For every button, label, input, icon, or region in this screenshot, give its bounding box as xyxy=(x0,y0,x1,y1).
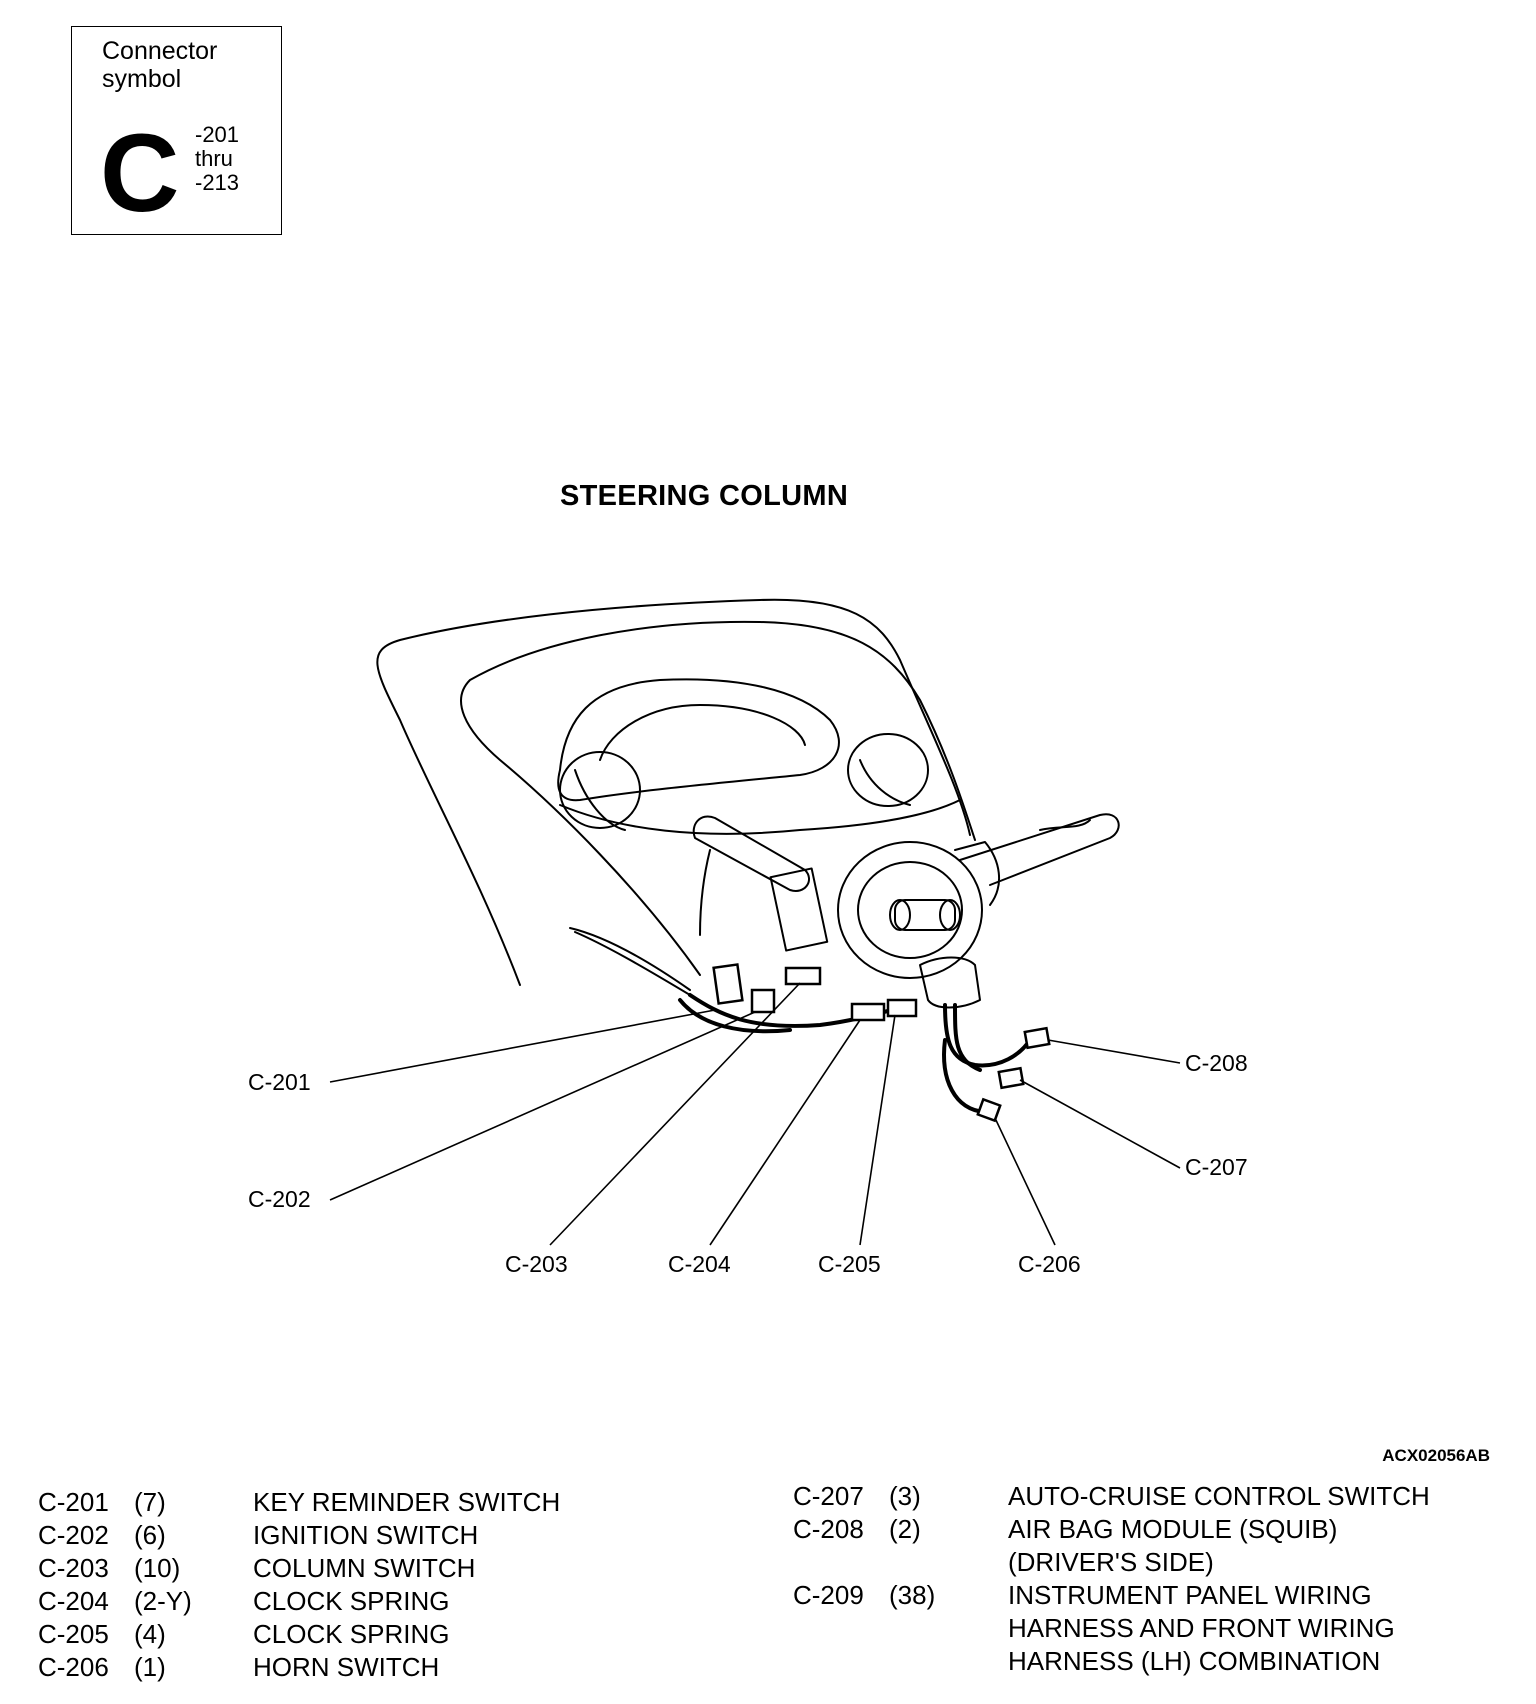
connector-c204 xyxy=(850,1002,886,1022)
range-mid: thru xyxy=(195,146,233,171)
gauge-pod-left xyxy=(559,751,641,829)
legend-right: C-207 (3) AUTO-CRUISE CONTROL SWITCH C-2… xyxy=(793,1480,1513,1678)
range-start: -201 xyxy=(195,122,240,147)
connector-c207 xyxy=(997,1066,1025,1090)
figure-code: ACX02056AB xyxy=(1382,1446,1490,1465)
legend-desc: CLOCK SPRING xyxy=(253,1619,450,1649)
clock-spring-housing xyxy=(919,956,981,1009)
right-stalk xyxy=(959,813,1120,886)
callout-c208: C-208 xyxy=(1185,1050,1248,1076)
left-stalk-switch xyxy=(769,867,829,952)
column-shaft xyxy=(894,899,956,931)
legend-desc: KEY REMINDER SWITCH xyxy=(253,1487,561,1517)
connector-c201 xyxy=(712,963,744,1005)
connector-symbol-letter: C xyxy=(100,112,180,235)
gauge-pod-right xyxy=(847,733,929,807)
leader-c204 xyxy=(709,1019,861,1246)
legend-left: C-201 (7) KEY REMINDER SWITCH C-202 (6) … xyxy=(38,1486,738,1684)
legend-code: C-202 xyxy=(38,1520,109,1550)
connector-symbol-box: Connector symbol C -201 thru -213 xyxy=(71,26,282,235)
callout-c201: C-201 xyxy=(248,1069,311,1095)
legend-pins: (2) xyxy=(889,1514,921,1544)
legend-code: C-201 xyxy=(38,1487,109,1517)
legend-code: C-207 xyxy=(793,1481,864,1511)
connector-c206 xyxy=(976,1097,1002,1123)
legend-desc-line: HARNESS AND FRONT WIRING xyxy=(1008,1613,1395,1643)
legend-desc-line: (DRIVER'S SIDE) xyxy=(1008,1547,1214,1577)
legend-desc-line: HARNESS (LH) COMBINATION xyxy=(1008,1646,1381,1676)
legend-pins: (4) xyxy=(134,1619,166,1649)
page-title: STEERING COLUMN xyxy=(560,480,849,512)
legend-row: C-207 (3) AUTO-CRUISE CONTROL SWITCH xyxy=(793,1480,1513,1513)
legend-row: C-209 (38) INSTRUMENT PANEL WIRING HARNE… xyxy=(793,1579,1513,1678)
callout-c206: C-206 xyxy=(1018,1251,1081,1277)
legend-pins: (7) xyxy=(134,1487,166,1517)
connector-symbol-caption: Connector symbol xyxy=(102,37,218,93)
legend-pins: (2-Y) xyxy=(134,1586,192,1616)
harness-right xyxy=(943,1003,1032,1068)
callout-c204: C-204 xyxy=(668,1251,731,1277)
legend-row: C-206 (1) HORN SWITCH xyxy=(38,1651,738,1684)
cluster-opening xyxy=(557,678,840,802)
cluster-inner xyxy=(599,704,806,761)
leader-c205 xyxy=(859,1014,896,1246)
connector-c202 xyxy=(750,988,776,1014)
leader-c207 xyxy=(1019,1079,1181,1169)
legend-desc: CLOCK SPRING xyxy=(253,1586,450,1616)
legend-code: C-204 xyxy=(38,1586,109,1616)
left-stalk xyxy=(692,815,810,892)
legend-code: C-209 xyxy=(793,1580,864,1610)
leader-c206 xyxy=(994,1117,1056,1246)
legend-desc-line: AIR BAG MODULE (SQUIB) xyxy=(1008,1514,1338,1544)
callout-c205: C-205 xyxy=(818,1251,881,1277)
connector-c208 xyxy=(1023,1026,1051,1050)
harness-stub xyxy=(569,927,691,991)
legend-desc: AIR BAG MODULE (SQUIB) (DRIVER'S SIDE) xyxy=(1008,1513,1337,1579)
legend-pins: (10) xyxy=(134,1553,181,1583)
connector-c205 xyxy=(886,998,918,1018)
legend-desc-line: AUTO-CRUISE CONTROL SWITCH xyxy=(1008,1481,1430,1511)
legend-desc: IGNITION SWITCH xyxy=(253,1520,479,1550)
harness-main xyxy=(688,993,912,1028)
legend-pins: (3) xyxy=(889,1481,921,1511)
leader-c208 xyxy=(1047,1039,1181,1064)
legend-code: C-205 xyxy=(38,1619,109,1649)
legend-pins: (6) xyxy=(134,1520,166,1550)
legend-row: C-202 (6) IGNITION SWITCH xyxy=(38,1519,738,1552)
legend-code: C-203 xyxy=(38,1553,109,1583)
leader-c201 xyxy=(329,1009,716,1083)
legend-row: C-201 (7) KEY REMINDER SWITCH xyxy=(38,1486,738,1519)
cowl-outline xyxy=(460,620,976,976)
leader-c203 xyxy=(549,982,801,1246)
legend-desc: INSTRUMENT PANEL WIRING HARNESS AND FRON… xyxy=(1008,1579,1395,1678)
callout-c202: C-202 xyxy=(248,1186,311,1212)
callout-c207: C-207 xyxy=(1185,1154,1248,1180)
legend-row: C-205 (4) CLOCK SPRING xyxy=(38,1618,738,1651)
connector-c203 xyxy=(784,966,822,986)
legend-code: C-208 xyxy=(793,1514,864,1544)
column-switch-body xyxy=(837,841,983,979)
legend-pins: (38) xyxy=(889,1580,936,1610)
legend-pins: (1) xyxy=(134,1652,166,1682)
legend-desc: HORN SWITCH xyxy=(253,1652,440,1682)
dashboard-outline xyxy=(376,598,971,986)
legend-row: C-203 (10) COLUMN SWITCH xyxy=(38,1552,738,1585)
legend-desc: COLUMN SWITCH xyxy=(253,1553,476,1583)
legend-code: C-206 xyxy=(38,1652,109,1682)
range-end: -213 xyxy=(195,170,240,195)
legend-desc-line: INSTRUMENT PANEL WIRING xyxy=(1008,1580,1372,1610)
legend-row: C-208 (2) AIR BAG MODULE (SQUIB) (DRIVER… xyxy=(793,1513,1513,1579)
legend-row: C-204 (2-Y) CLOCK SPRING xyxy=(38,1585,738,1618)
connector-symbol-range: -201 thru -213 xyxy=(195,123,239,195)
legend-desc: AUTO-CRUISE CONTROL SWITCH xyxy=(1008,1480,1430,1513)
callout-c203: C-203 xyxy=(505,1251,568,1277)
leader-c202 xyxy=(329,1011,756,1201)
